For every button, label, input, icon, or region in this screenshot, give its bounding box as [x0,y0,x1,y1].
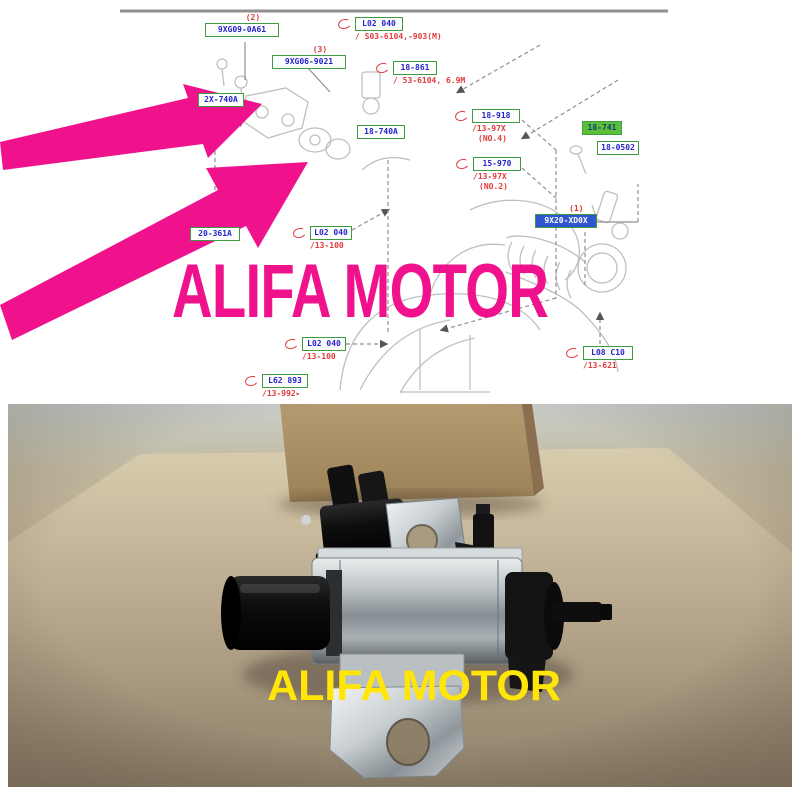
pink-arrow [0,162,308,340]
part-label: 18-0502 [597,141,639,155]
highlight-arrows [0,84,308,340]
part-number: 2X-740A [198,93,244,107]
part-number: 18-740A [357,125,405,139]
quantity-marker: (3) [312,45,328,54]
part-annotation: /13-621 [583,361,617,370]
pink-arrow [0,84,262,170]
part-number: 15-970 [473,157,521,171]
part-number: L62 893 [262,374,308,388]
part-label: L02 040/ S03-6104,-903(M) [336,17,442,41]
part-number: L02 040 [355,17,403,31]
part-number: 18-861 [393,61,437,75]
part-annotation: /13-992▸ [262,389,301,398]
part-annotation: /13-97X [472,124,506,133]
quantity-marker: (1) [569,204,584,213]
part-label: 18-740A [357,125,405,139]
part-number: 20-361A [190,227,240,241]
part-number: L02 040 [310,226,352,240]
part-label: (2)9XG09-0A61 [205,13,279,37]
diagram-line-art [0,9,668,394]
part-label: L02 040/13-100 [283,337,346,361]
part-number: L02 040 [302,337,346,351]
part-label: (1)9X20-XD0X [535,204,597,228]
part-label: 18-861/ 53-6104, 6.9M [374,61,466,85]
part-label: L08 C10/13-621 [564,346,633,370]
part-annotation: /13-100 [302,352,336,361]
part-label: 18-918/13-97X(NO.4) [453,109,520,143]
product-photo: ALIFA MOTOR [8,404,792,787]
part-label: (3)9XG06-9021 [272,45,346,69]
part-number: 18-918 [472,109,520,123]
part-annotation: / 53-6104, 6.9M [393,76,466,85]
quantity-marker: (2) [245,13,261,22]
part-label: L02 040/13-100 [291,226,352,250]
part-label: 20-361A [190,227,240,241]
part-number: 9XG09-0A61 [205,23,279,37]
part-number: 9X20-XD0X [535,214,597,228]
part-number: L08 C10 [583,346,633,360]
part-annotation: /13-97X [473,172,507,181]
part-label: 2X-740A [198,93,244,107]
vignette [8,404,792,787]
part-annotation: / S03-6104,-903(M) [355,32,442,41]
part-label: 15-970/13-97X(NO.2) [454,157,521,191]
part-annotation: /13-100 [310,241,344,250]
part-annotation: (NO.4) [478,134,507,143]
part-number: 9XG06-9021 [272,55,346,69]
product-photo-image [8,404,792,787]
part-number: 18-741 [582,121,622,135]
part-number: 18-0502 [597,141,639,155]
part-annotation: (NO.2) [479,182,508,191]
watermark-alifa-motor-diagram: ALIFA MOTOR [172,249,549,334]
part-label: L62 893/13-992▸ [243,374,308,398]
part-label: 18-741 [582,121,622,135]
watermark-alifa-motor-photo: ALIFA MOTOR [267,662,561,710]
engine-sketch [216,58,629,394]
